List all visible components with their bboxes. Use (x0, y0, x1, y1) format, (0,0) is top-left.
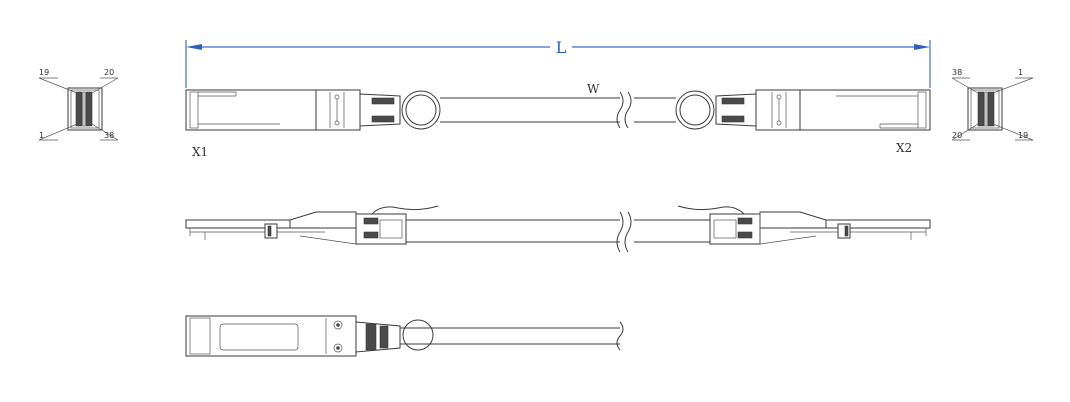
pin-label-20: 20 (104, 68, 114, 77)
length-dimension: L (185, 38, 931, 88)
connector-label-x2: X2 (896, 141, 912, 155)
right-pull-tab-side (677, 205, 745, 215)
top-view: W X1 X2 (185, 82, 931, 159)
bottom-boot (355, 321, 401, 353)
bottom-pull-tab-ring (402, 319, 434, 351)
right-arrowhead (914, 44, 930, 50)
left-boot-side (355, 213, 407, 245)
right-connector-housing (799, 89, 931, 131)
left-connector-housing (185, 89, 317, 131)
left-arrowhead (186, 44, 202, 50)
left-latch-block (315, 89, 361, 131)
pin-label-20: 20 (952, 131, 962, 140)
bottom-connector-housing (185, 315, 357, 357)
pin-label-38: 38 (952, 68, 962, 77)
length-label: L (556, 38, 567, 57)
left-end-view: 19 20 1 38 (38, 68, 119, 141)
left-pull-tab-side (371, 205, 439, 215)
pin-label-19: 19 (1018, 131, 1028, 140)
right-boot-side (709, 213, 761, 245)
left-pull-tab-ring (401, 90, 441, 130)
pin-label-1: 1 (1018, 68, 1023, 77)
right-end-view: 38 1 20 19 (951, 68, 1034, 141)
label-window (219, 323, 299, 351)
bottom-view (185, 315, 624, 357)
connector-label-x1: X1 (192, 145, 208, 159)
pin-label-19: 19 (39, 68, 49, 77)
wire-label: W (587, 82, 600, 96)
pin-label-1: 1 (39, 131, 44, 140)
side-view (185, 205, 931, 253)
right-latch-block (755, 89, 801, 131)
pin-label-38: 38 (104, 131, 114, 140)
right-pull-tab-ring (675, 90, 715, 130)
